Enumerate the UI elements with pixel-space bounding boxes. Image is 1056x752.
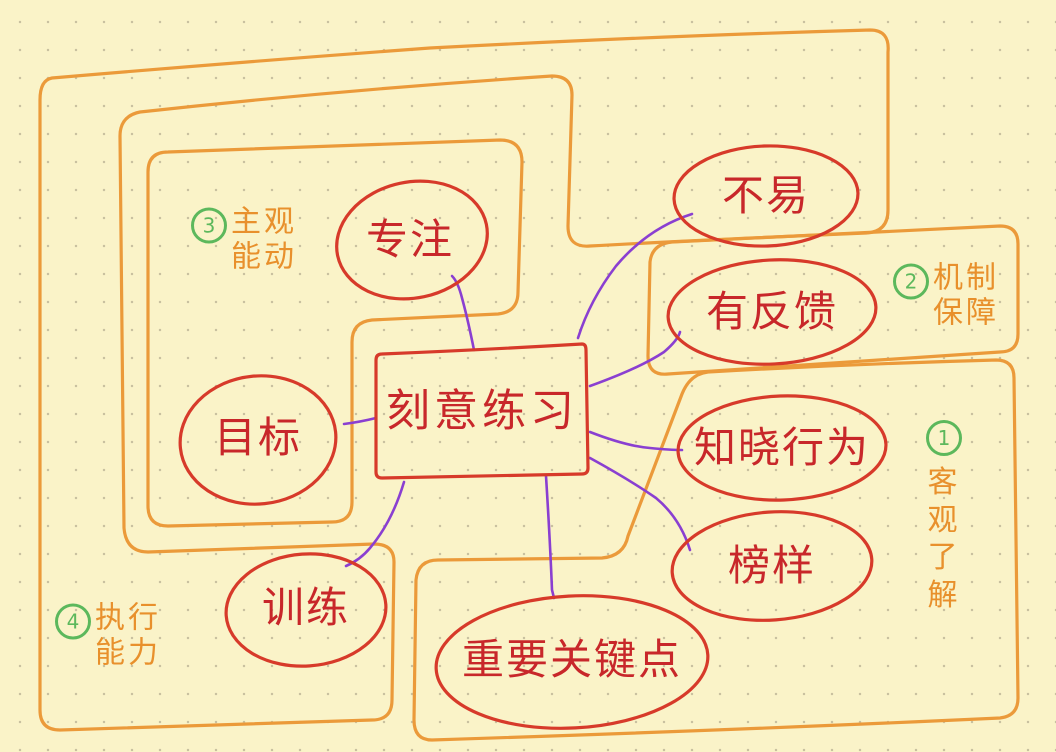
node-outline-goal bbox=[178, 374, 338, 506]
connector-not-easy bbox=[576, 212, 694, 340]
group-number-4: 4 bbox=[55, 603, 91, 640]
connector-focus bbox=[450, 274, 476, 352]
node-label-not-easy: 不易 bbox=[721, 170, 811, 220]
group-1-line-1: 客 bbox=[927, 465, 961, 500]
node-outline-role-model bbox=[670, 510, 874, 622]
group-1-line-3: 了 bbox=[927, 540, 961, 575]
group-2-line-1: 机制 bbox=[933, 260, 999, 296]
group-3-line-2: 能动 bbox=[231, 239, 297, 274]
node-label-focus: 专注 bbox=[365, 214, 455, 264]
node-label-goal: 目标 bbox=[213, 412, 303, 462]
center-node-label: 刻意练习 bbox=[386, 385, 578, 437]
node-outline-know-how bbox=[676, 394, 888, 502]
group-1-line-4: 解 bbox=[927, 577, 961, 613]
node-label-train: 训练 bbox=[261, 582, 351, 632]
connector-know-how bbox=[588, 430, 684, 452]
connector-feedback bbox=[588, 330, 682, 388]
group-outline-mechanism bbox=[646, 224, 1020, 376]
connector-train bbox=[344, 480, 406, 568]
group-outline-inner bbox=[146, 138, 524, 528]
group-number-1: 1 bbox=[926, 420, 962, 456]
group-4-line-1: 执行 bbox=[95, 600, 161, 636]
node-label-keypoints: 重要关键点 bbox=[461, 634, 683, 684]
node-label-know-how: 知晓行为 bbox=[693, 422, 871, 472]
group-3-line-1: 主观 bbox=[231, 204, 297, 240]
group-outline-outer bbox=[38, 28, 890, 732]
node-outline-train bbox=[224, 552, 388, 668]
group-1-line-2: 观 bbox=[927, 502, 961, 538]
node-outline-keypoints bbox=[434, 594, 710, 730]
group-label-execution: 4 执行 能力 bbox=[55, 600, 161, 671]
connector-goal bbox=[342, 416, 378, 426]
group-outline-objective bbox=[412, 358, 1020, 742]
group-number-2: 2 bbox=[893, 263, 929, 300]
connector-keypoints bbox=[544, 474, 556, 600]
group-4-line-2: 能力 bbox=[95, 635, 161, 670]
node-outline-not-easy bbox=[672, 144, 860, 248]
node-label-role-model: 榜样 bbox=[727, 540, 817, 590]
group-label-subjective: 3 主观 能动 bbox=[191, 204, 297, 275]
group-label-mechanism: 2 机制 保障 bbox=[893, 260, 999, 331]
group-2-line-2: 保障 bbox=[933, 295, 999, 330]
group-number-3: 3 bbox=[191, 207, 227, 244]
node-label-feedback: 有反馈 bbox=[705, 286, 839, 336]
group-label-objective: 1 客 观 了 解 bbox=[926, 418, 962, 614]
connector-role-model bbox=[588, 456, 692, 552]
node-outline-feedback bbox=[666, 258, 878, 366]
node-outline-focus bbox=[335, 179, 489, 301]
center-box bbox=[374, 342, 590, 480]
